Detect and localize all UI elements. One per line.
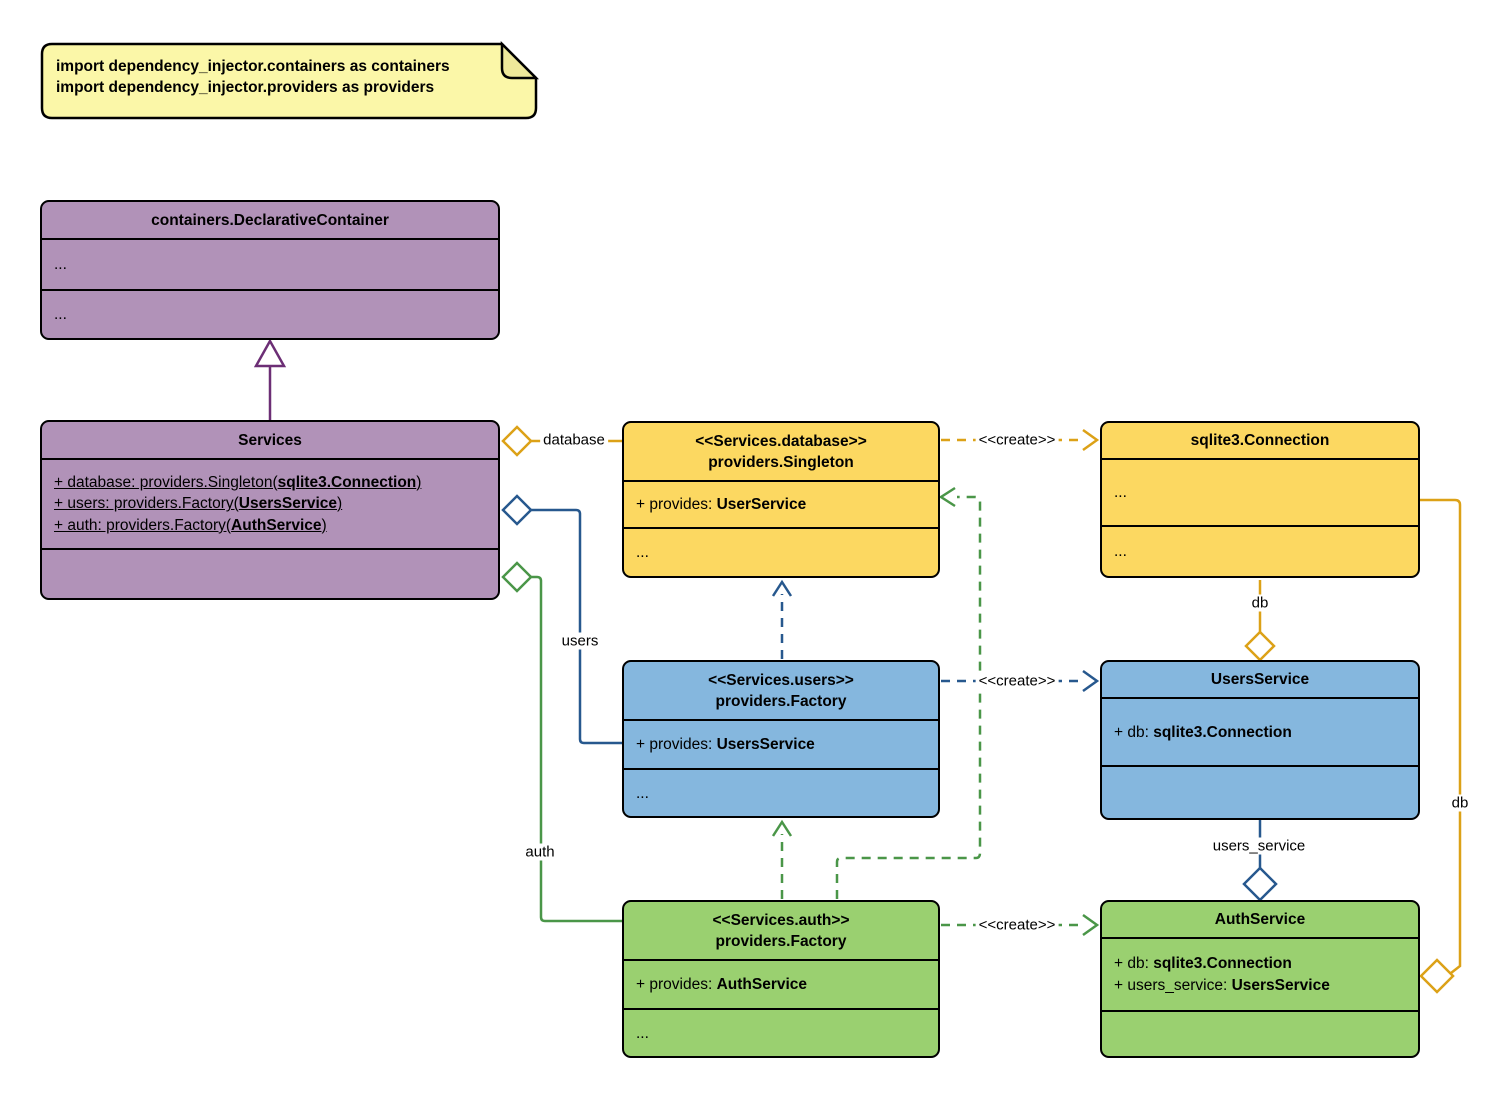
edge-db-authservice	[1419, 498, 1462, 994]
class-users-service: UsersService + db: sqlite3.Connection	[1100, 660, 1420, 820]
class-stereotype: <<Services.auth>>	[712, 911, 850, 929]
class-provider-factory-users: <<Services.users>> providers.Factory + p…	[622, 660, 940, 818]
class-title: <<Services.database>> providers.Singleto…	[624, 423, 938, 482]
class-attributes: + provides: UserService	[624, 482, 938, 529]
attribute: + db: sqlite3.Connection	[1114, 955, 1292, 972]
class-stereotype: <<Services.database>>	[695, 432, 867, 450]
edge-label-auth: auth	[522, 843, 558, 861]
class-attributes: + db: sqlite3.Connection + users_service…	[1102, 939, 1418, 1012]
class-sqlite3-connection: sqlite3.Connection ... ...	[1100, 421, 1420, 578]
edge-label-users: users	[558, 632, 602, 650]
class-section: ...	[1102, 460, 1418, 527]
edge-inheritance	[253, 338, 287, 420]
attribute: + db: sqlite3.Connection	[1114, 723, 1292, 741]
class-provider-factory-auth: <<Services.auth>> providers.Factory + pr…	[622, 900, 940, 1058]
edge-label-db-right: db	[1448, 794, 1472, 812]
edge-label-create-users: <<create>>	[975, 672, 1059, 690]
class-section-empty	[1102, 767, 1418, 818]
note-shape	[40, 40, 540, 120]
class-title: <<Services.users>> providers.Factory	[624, 662, 938, 721]
class-section: ...	[54, 306, 67, 323]
edge-dependency-auth-users	[771, 819, 793, 899]
attribute: + provides: AuthService	[636, 976, 808, 993]
class-section: ...	[636, 544, 649, 561]
class-title: UsersService	[1102, 662, 1418, 699]
class-attributes: + provides: AuthService	[624, 961, 938, 1010]
class-services: Services + database: providers.Singleton…	[40, 420, 500, 600]
attribute: + provides: UserService	[636, 496, 807, 513]
class-section-empty	[42, 550, 498, 598]
edge-auth-aggregation	[501, 561, 622, 923]
class-provider-singleton-database: <<Services.database>> providers.Singleto…	[622, 421, 940, 578]
imports-note: import dependency_injector.containers as…	[56, 56, 450, 98]
class-declarative-container: containers.DeclarativeContainer ... ...	[40, 200, 500, 340]
attribute: + users: providers.Factory(UsersService)	[54, 495, 343, 513]
attribute: + database: providers.Singleton(sqlite3.…	[54, 473, 422, 491]
edge-label-database: database	[540, 431, 608, 449]
class-attributes: + database: providers.Singleton(sqlite3.…	[42, 460, 498, 550]
class-title: sqlite3.Connection	[1102, 423, 1418, 460]
edge-users-service	[1242, 820, 1278, 902]
note-line: import dependency_injector.providers as …	[56, 79, 435, 96]
edge-dependency-users-singleton	[771, 579, 793, 659]
class-section: ...	[636, 784, 649, 802]
edge-label-db-top: db	[1248, 594, 1272, 612]
class-title: AuthService	[1102, 902, 1418, 939]
edge-label-users-service: users_service	[1209, 837, 1309, 855]
attribute: + users_service: UsersService	[1114, 976, 1330, 994]
edge-users-aggregation	[501, 494, 622, 745]
class-section: ...	[42, 240, 498, 291]
class-section: ...	[1114, 543, 1127, 560]
edge-label-create-singleton: <<create>>	[975, 431, 1059, 449]
edge-dependency-auth-singleton	[835, 486, 982, 899]
attribute: + auth: providers.Factory(AuthService)	[54, 516, 327, 534]
class-attributes: + db: sqlite3.Connection	[1102, 699, 1418, 767]
class-section: ...	[636, 1024, 649, 1042]
class-stereotype: <<Services.users>>	[708, 671, 854, 689]
class-title: containers.DeclarativeContainer	[42, 202, 498, 240]
class-section-empty	[1102, 1012, 1418, 1056]
class-attributes: + provides: UsersService	[624, 721, 938, 770]
edge-label-create-auth: <<create>>	[975, 916, 1059, 934]
attribute: + provides: UsersService	[636, 736, 815, 753]
class-auth-service: AuthService + db: sqlite3.Connection + u…	[1100, 900, 1420, 1058]
note-line: import dependency_injector.containers as…	[56, 58, 450, 75]
class-title: Services	[42, 422, 498, 460]
class-title: <<Services.auth>> providers.Factory	[624, 902, 938, 961]
edge-db-usersservice	[1244, 580, 1276, 662]
